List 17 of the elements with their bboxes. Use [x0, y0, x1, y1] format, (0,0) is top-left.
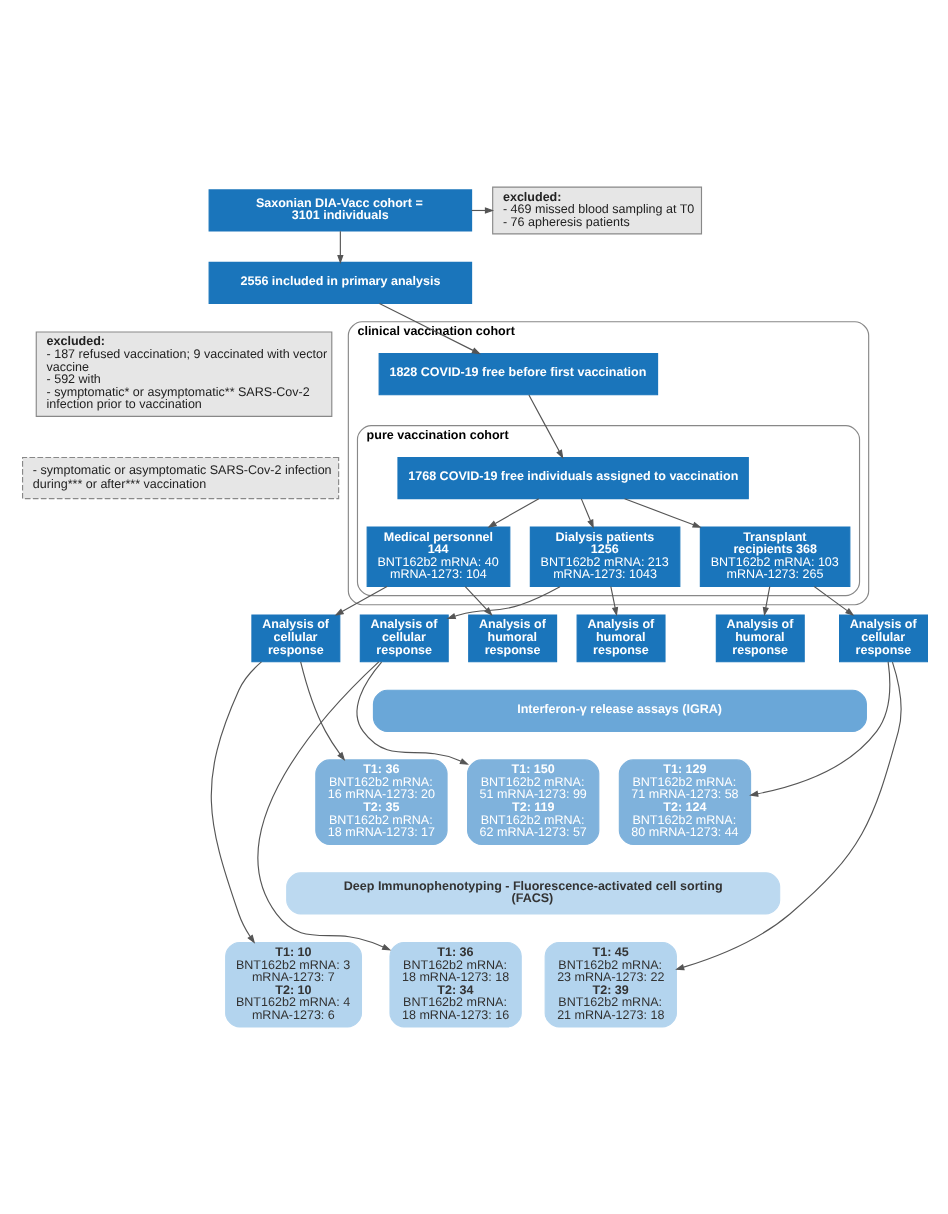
arrow: [812, 586, 854, 616]
arrow: [623, 498, 701, 528]
arrow: [609, 586, 618, 617]
arrow: [579, 498, 593, 529]
arrow: [333, 586, 387, 616]
arrow: [463, 586, 492, 616]
arrow: [748, 661, 890, 797]
arrow: [355, 661, 469, 765]
arrow: [527, 394, 563, 459]
arrow: [257, 661, 391, 951]
arrow: [761, 586, 770, 617]
arrow: [336, 230, 343, 265]
arrow: [674, 661, 901, 971]
arrow: [299, 661, 345, 762]
arrow: [486, 498, 539, 528]
arrow: [445, 586, 560, 620]
arrow: [209, 661, 262, 944]
